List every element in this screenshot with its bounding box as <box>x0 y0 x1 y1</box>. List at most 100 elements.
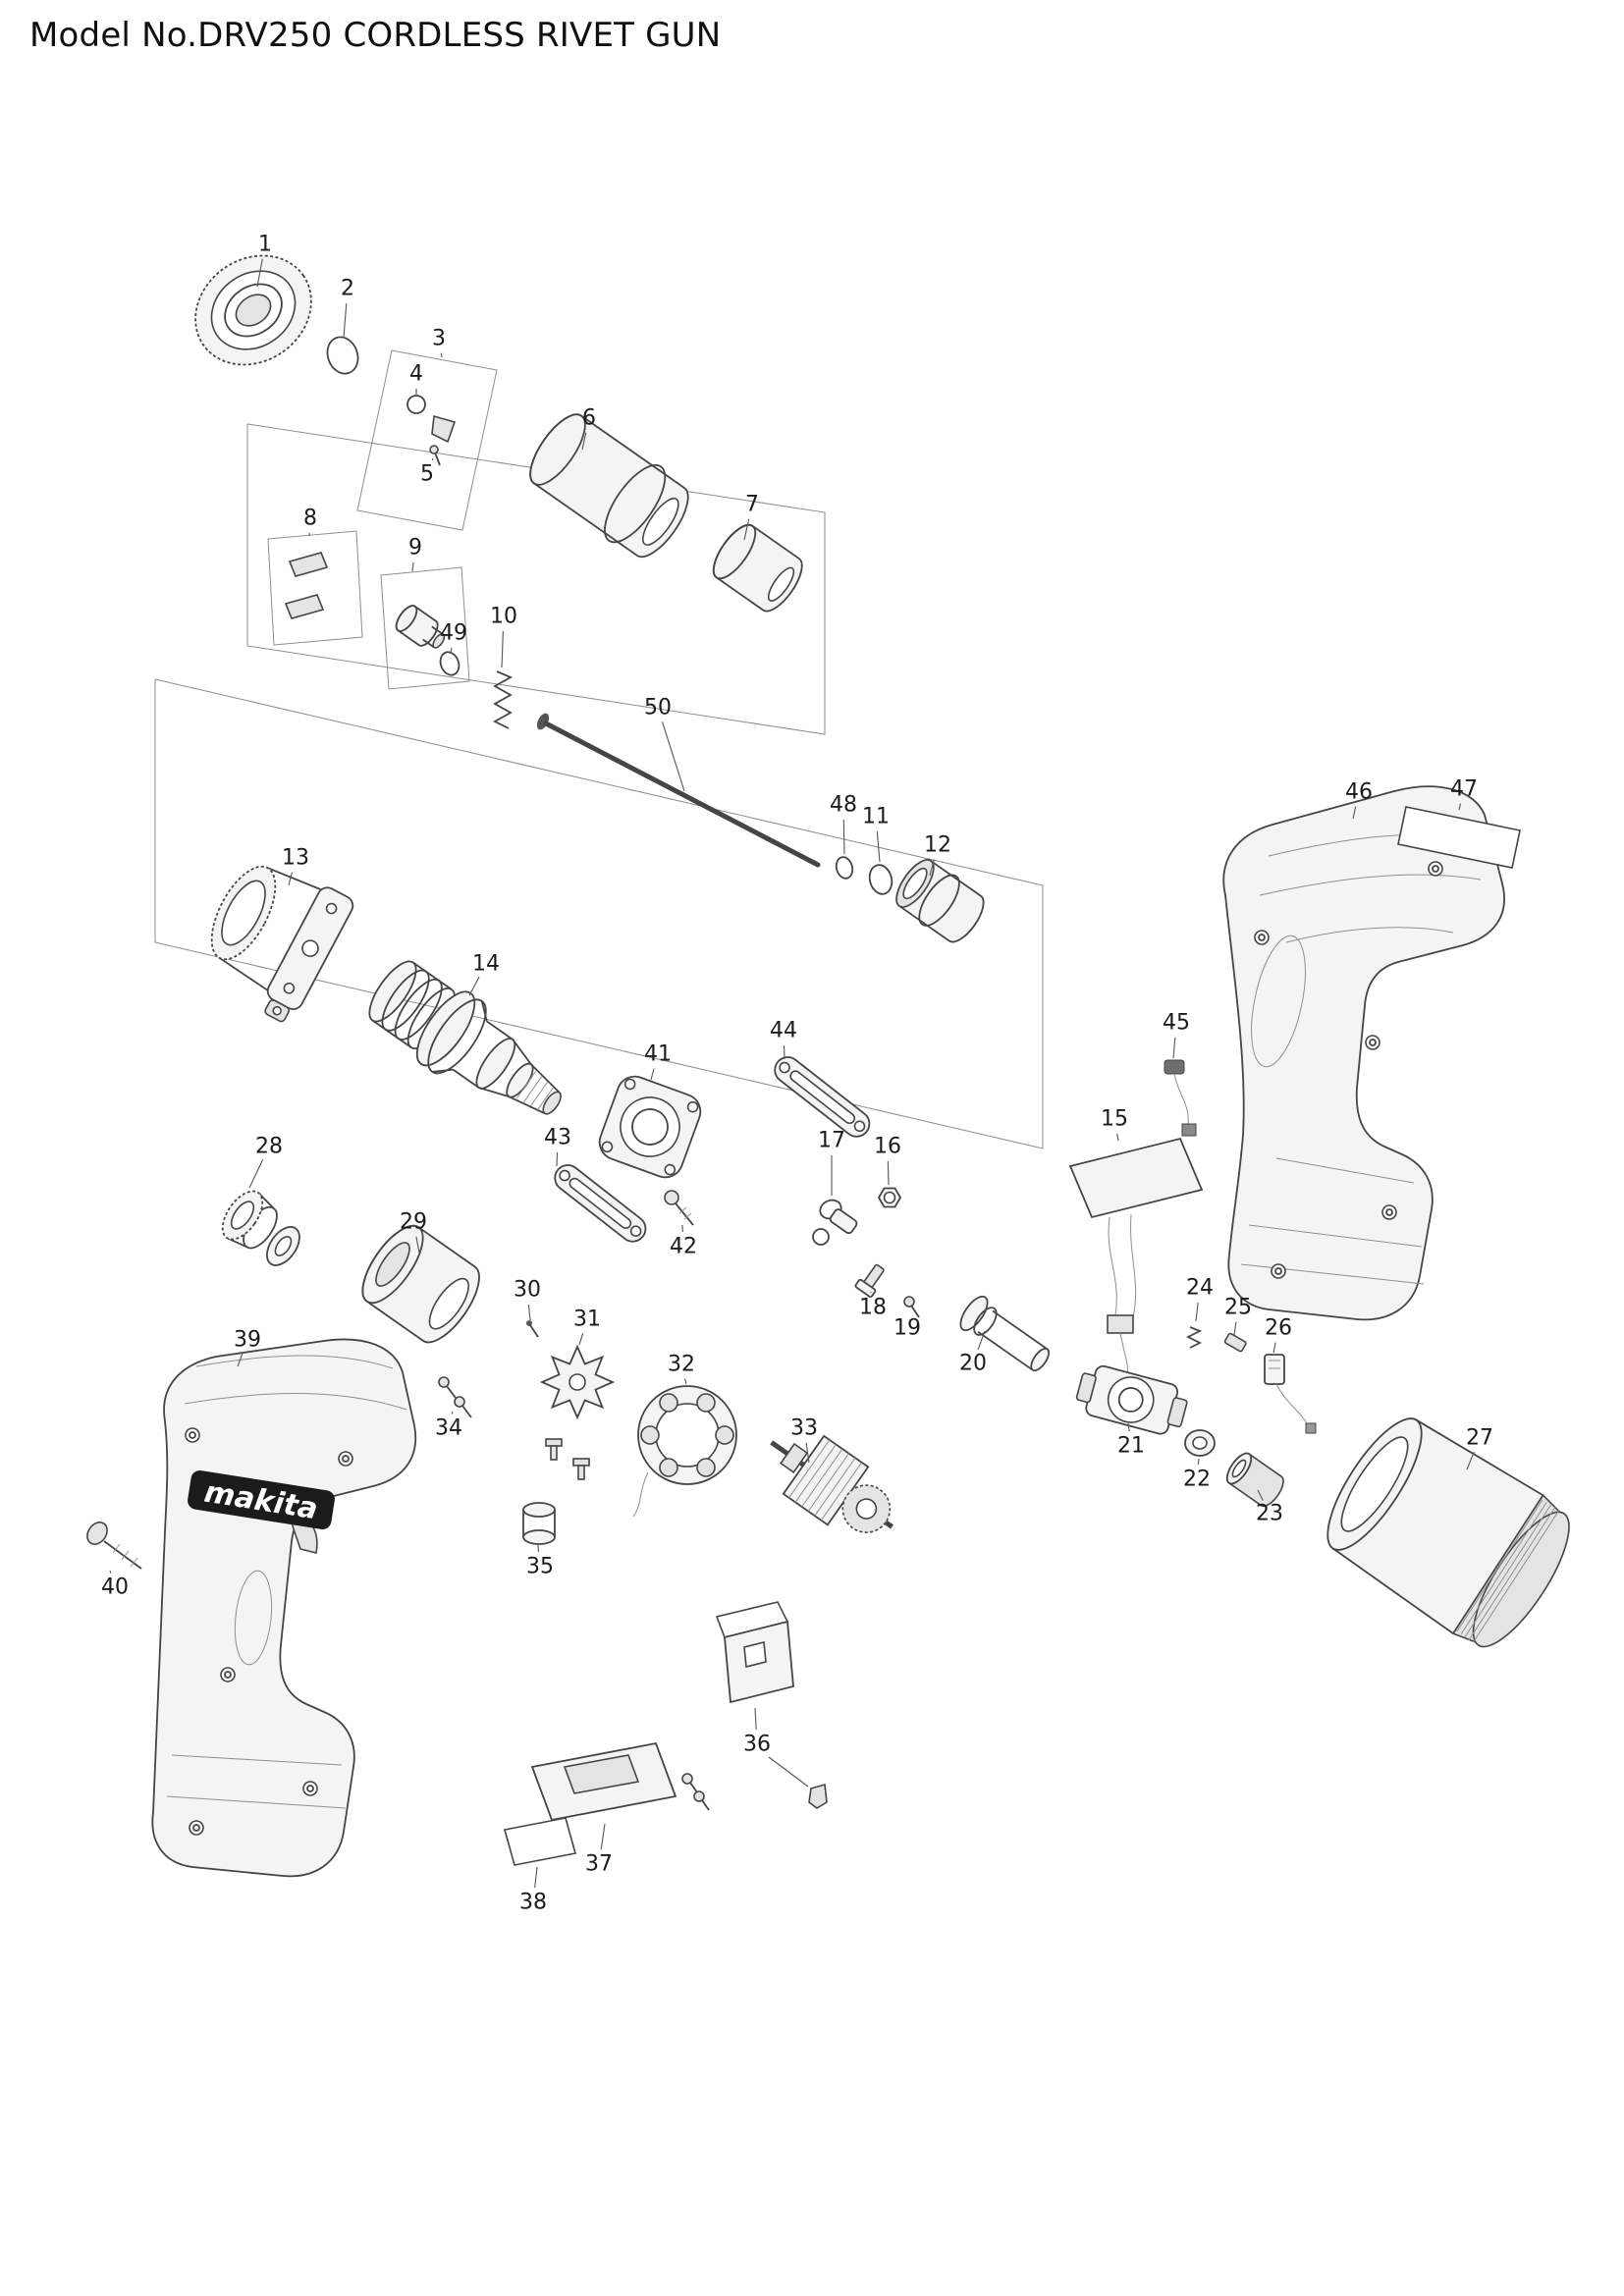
leader-line-47 <box>1458 803 1462 811</box>
part-label-34: 34 <box>435 1416 462 1441</box>
part-label-11: 11 <box>862 805 890 829</box>
part-44-drawing <box>774 1056 871 1138</box>
leader-line-41 <box>650 1068 655 1081</box>
part-20-drawing <box>959 1295 1051 1372</box>
part-label-47: 47 <box>1450 777 1478 802</box>
part-label-35: 35 <box>526 1555 554 1579</box>
part-label-5: 5 <box>420 462 434 487</box>
part-35-drawing <box>522 1502 556 1545</box>
part-label-30: 30 <box>514 1278 541 1303</box>
part-12-drawing <box>895 859 985 943</box>
part-21-drawing <box>1075 1364 1188 1435</box>
leader-line-29 <box>415 1236 420 1254</box>
part-label-46: 46 <box>1345 780 1373 805</box>
part-label-14: 14 <box>472 952 500 977</box>
part-7-drawing <box>712 523 803 613</box>
leader-line-33 <box>805 1442 810 1464</box>
part-11-drawing <box>868 864 893 895</box>
leader-line-31 <box>578 1333 584 1346</box>
part-36-drawing <box>715 1601 828 1809</box>
part-1-drawing <box>194 254 312 366</box>
assembly-group-outline-b <box>154 678 1044 1149</box>
part-label-16: 16 <box>874 1135 901 1159</box>
leader-line-45 <box>1172 1037 1176 1059</box>
part-3-drawing <box>356 349 498 531</box>
part-label-21: 21 <box>1117 1434 1145 1459</box>
part-42-drawing <box>664 1190 694 1226</box>
part-49-drawing <box>439 651 460 676</box>
leader-line-35 <box>537 1544 540 1553</box>
part-label-7: 7 <box>745 493 759 517</box>
part-32-drawing <box>632 1385 737 1518</box>
part-label-48: 48 <box>830 793 857 818</box>
part-label-45: 45 <box>1163 1011 1190 1036</box>
leader-line-13 <box>288 872 293 886</box>
leader-line-26 <box>1272 1342 1276 1354</box>
leader-lines <box>109 258 1475 1889</box>
leader-line-23 <box>1257 1489 1264 1501</box>
part-label-44: 44 <box>770 1019 797 1043</box>
part-label-4: 4 <box>409 362 423 387</box>
part-label-28: 28 <box>255 1135 283 1159</box>
leader-line-50 <box>661 721 685 792</box>
part-31-drawing <box>539 1344 616 1480</box>
part-label-15: 15 <box>1101 1107 1128 1132</box>
leader-line-2 <box>343 302 348 339</box>
part-6-drawing <box>529 413 689 559</box>
part-label-31: 31 <box>573 1308 601 1332</box>
part-43-drawing <box>554 1164 647 1243</box>
part-39-drawing: makita <box>151 1338 417 1878</box>
part-14-drawing <box>368 960 562 1115</box>
part-label-22: 22 <box>1183 1468 1211 1492</box>
leader-line-16 <box>887 1160 890 1186</box>
leader-line-34 <box>451 1411 454 1415</box>
part-label-43: 43 <box>544 1126 571 1150</box>
part-label-33: 33 <box>790 1416 818 1441</box>
part-48-drawing <box>835 856 854 880</box>
leader-line-32 <box>684 1378 687 1385</box>
part-label-49: 49 <box>440 621 467 646</box>
part-label-12: 12 <box>924 833 951 858</box>
leader-line-37 <box>600 1823 606 1850</box>
leader-line-6 <box>581 432 587 451</box>
part-29-drawing <box>361 1224 480 1344</box>
part-drawings: makita <box>86 254 1570 1878</box>
leader-line-14 <box>468 976 480 996</box>
part-33-drawing <box>770 1434 894 1533</box>
part-50-drawing <box>536 713 821 868</box>
part-23-drawing <box>1225 1452 1284 1508</box>
leader-line-15 <box>1116 1133 1119 1142</box>
part-37-drawing <box>530 1741 710 1822</box>
leader-line-48 <box>842 819 845 855</box>
leader-line-12 <box>929 859 935 877</box>
part-label-18: 18 <box>859 1296 887 1320</box>
part-label-29: 29 <box>400 1210 427 1235</box>
part-22-drawing <box>1184 1429 1216 1457</box>
leader-line-21 <box>1127 1422 1130 1432</box>
part-label-25: 25 <box>1224 1296 1252 1320</box>
part-label-36: 36 <box>743 1733 771 1757</box>
leader-line-38 <box>534 1866 538 1889</box>
part-label-13: 13 <box>282 846 309 871</box>
part-15-drawing <box>1068 1137 1204 1375</box>
leader-line-39 <box>237 1353 244 1367</box>
leader-line-43 <box>556 1151 559 1167</box>
leader-line-22 <box>1197 1458 1200 1466</box>
leader-line-3 <box>440 352 443 358</box>
leader-line-5 <box>431 457 434 461</box>
part-13-drawing <box>210 865 354 1023</box>
part-27-drawing <box>1326 1417 1570 1648</box>
part-45-drawing <box>1164 1059 1197 1137</box>
leader-line-40 <box>109 1570 112 1574</box>
part-label-23: 23 <box>1256 1502 1283 1526</box>
part-47-drawing <box>1397 806 1521 869</box>
part-label-9: 9 <box>408 536 422 561</box>
part-label-2: 2 <box>341 277 354 301</box>
part-16-drawing <box>877 1187 902 1208</box>
part-17-drawing <box>812 1199 858 1246</box>
leader-line-27 <box>1466 1451 1475 1470</box>
part-19-drawing <box>903 1296 920 1318</box>
part-41-drawing <box>598 1075 702 1179</box>
leader-line-20 <box>977 1330 986 1351</box>
